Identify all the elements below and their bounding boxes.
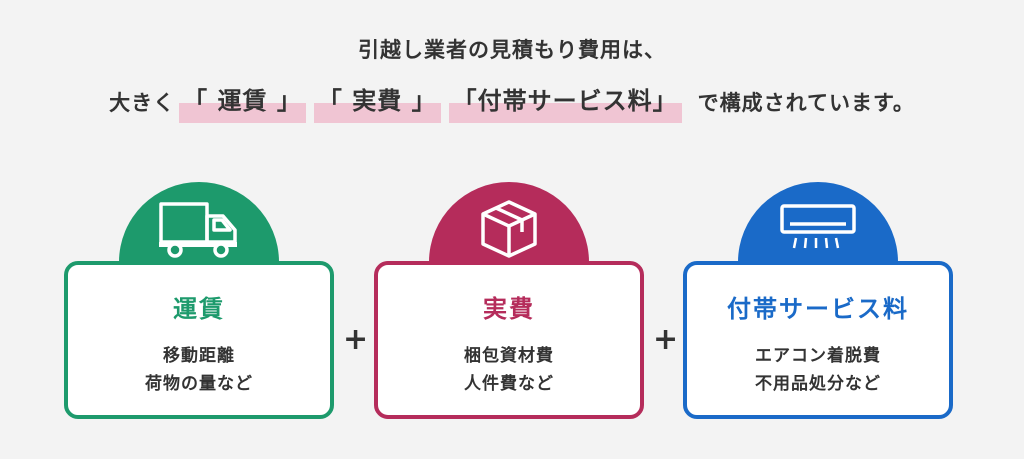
highlight-term-service-fee: 「付帯サービス料」 (448, 83, 682, 123)
card-service-fee-body: 付帯サービス料 エアコン着脱費 不用品処分など (683, 261, 953, 419)
headline-line1: 引越し業者の見積もり費用は、 (358, 38, 666, 62)
card-service-fee: 付帯サービス料 エアコン着脱費 不用品処分など (683, 182, 953, 422)
plus-operator-2: + (653, 322, 679, 357)
highlight-term-fare: 「 運賃 」 (179, 83, 306, 123)
card-service-fee-desc-line2: 不用品処分など (755, 374, 881, 394)
air-conditioner-icon (780, 204, 856, 249)
card-actual-cost-desc-line2: 人件費など (464, 374, 554, 394)
card-actual-cost-desc-line1: 梱包資材費 (464, 346, 554, 366)
card-actual-cost-body: 実費 梱包資材費 人件費など (374, 261, 644, 419)
card-fare-desc: 移動距離 荷物の量など (68, 342, 330, 398)
plus-operator-1: + (343, 322, 369, 357)
card-fare-desc-line1: 移動距離 (163, 346, 235, 366)
card-fare-body: 運賃 移動距離 荷物の量など (64, 261, 334, 419)
headline-prefix: 大きく (109, 90, 176, 115)
card-service-fee-title: 付帯サービス料 (727, 295, 909, 323)
highlight-term-actual-cost: 「 実費 」 (313, 83, 441, 123)
headline: 引越し業者の見積もり費用は、 大きく 「 運賃 」 「 実費 」 「付帯サービス… (0, 40, 1024, 123)
headline-suffix: で構成されています。 (697, 90, 915, 115)
box-icon (481, 200, 537, 258)
headline-line2: 大きく 「 運賃 」 「 実費 」 「付帯サービス料」 で構成されています。 (109, 83, 915, 123)
card-actual-cost-title: 実費 (483, 295, 535, 323)
card-service-fee-desc-line1: エアコン着脱費 (755, 346, 881, 366)
card-actual-cost-desc: 梱包資材費 人件費など (378, 342, 640, 398)
card-fare-title: 運賃 (173, 295, 225, 323)
card-actual-cost: 実費 梱包資材費 人件費など (374, 182, 644, 422)
card-fare-desc-line2: 荷物の量など (145, 374, 253, 394)
truck-icon (159, 202, 237, 258)
card-fare: 運賃 移動距離 荷物の量など (64, 182, 334, 422)
card-service-fee-desc: エアコン着脱費 不用品処分など (687, 342, 949, 398)
